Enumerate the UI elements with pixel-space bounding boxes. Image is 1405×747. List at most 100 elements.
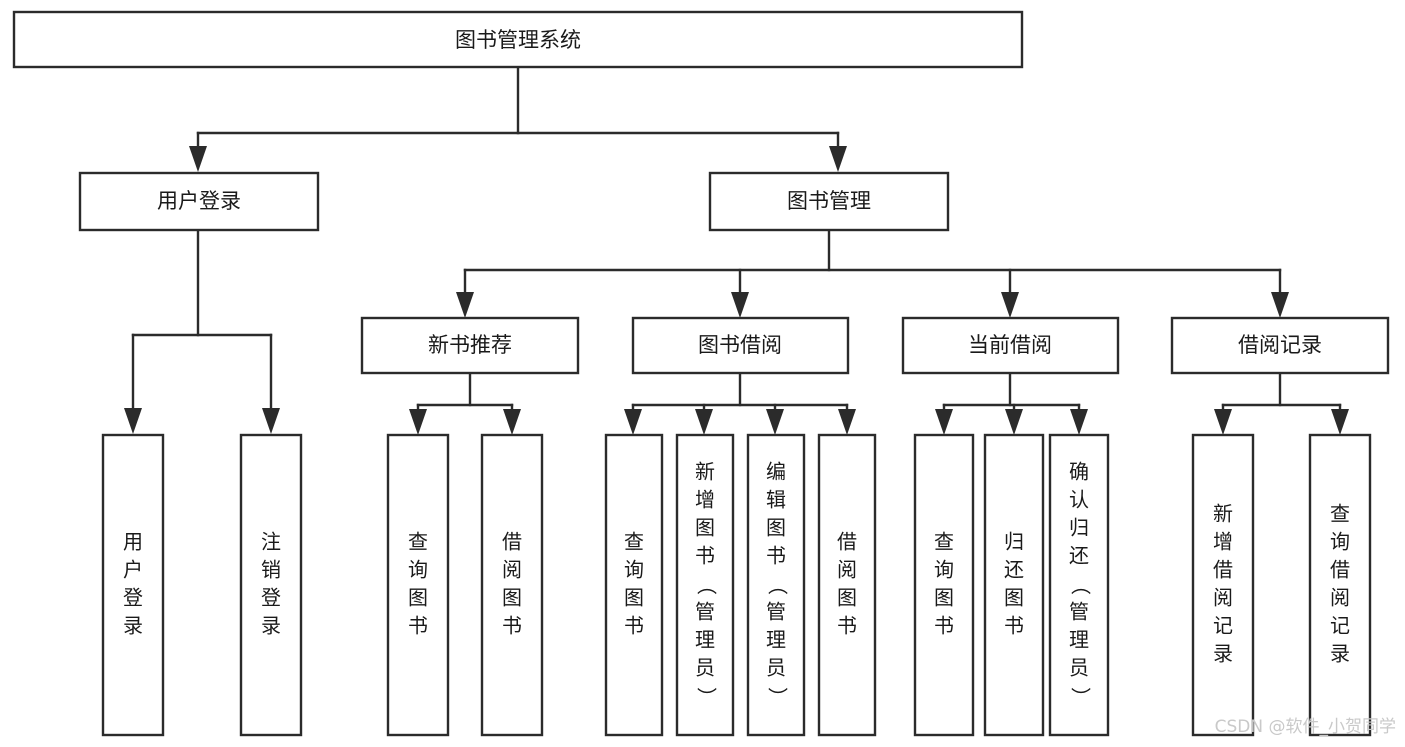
node-leaf-edit-book-box[interactable]: [746, 433, 806, 737]
node-book-borrow[interactable]: 图书借阅: [631, 316, 850, 375]
node-new-book-rec-box[interactable]: [360, 316, 580, 375]
vertical-label-char: 还: [1004, 558, 1024, 582]
vertical-label-char: 询: [934, 558, 954, 582]
node-borrow-record-box[interactable]: [1170, 316, 1390, 375]
vertical-label-char: 借: [1213, 558, 1233, 582]
vertical-label-char: 借: [1330, 558, 1350, 582]
node-leaf-query-record-box[interactable]: [1308, 433, 1372, 737]
node-root-label: 图书管理系统: [455, 28, 581, 52]
node-book-manage[interactable]: 图书管理: [708, 171, 950, 232]
vertical-label-char: 记: [1330, 614, 1350, 638]
watermark-label: CSDN @软件_小贺同学: [1215, 717, 1396, 737]
vertical-label-char: 阅: [1330, 586, 1350, 610]
connector-group-user-login: [124, 228, 280, 434]
node-leaf-user-login[interactable]: 用户登录: [101, 433, 165, 737]
vertical-label-char: 员: [695, 656, 715, 680]
vertical-label-char: 阅: [502, 558, 522, 582]
node-borrow-record[interactable]: 借阅记录: [1170, 316, 1390, 375]
node-leaf-add-book-box[interactable]: [675, 433, 735, 737]
vertical-label-char: 询: [624, 558, 644, 582]
node-leaf-return-book-box[interactable]: [983, 433, 1045, 737]
node-leaf-confirm-return-box[interactable]: [1048, 433, 1110, 737]
vertical-label-char: 管: [695, 600, 715, 624]
node-book-manage-label: 图书管理: [787, 189, 871, 213]
vertical-label-char: 图: [695, 516, 715, 540]
vertical-label-char: 认: [1069, 488, 1089, 512]
vertical-label-char: 书: [502, 614, 522, 638]
vertical-label-char: 图: [837, 586, 857, 610]
arrow-icon: [124, 408, 142, 434]
node-user-login-box[interactable]: [78, 171, 320, 232]
connector-group-borrow-record: [1214, 371, 1349, 435]
vertical-label-char: 阅: [837, 558, 857, 582]
arrow-icon: [409, 409, 427, 435]
vertical-label-char: 查: [408, 530, 428, 554]
arrow-icon: [1005, 409, 1023, 435]
node-leaf-user-login-box[interactable]: [101, 433, 165, 737]
node-book-borrow-label: 图书借阅: [698, 333, 782, 357]
vertical-label-char: 询: [1330, 530, 1350, 554]
vertical-label-char: 图: [1004, 586, 1024, 610]
vertical-label-char: 增: [695, 488, 715, 512]
vertical-label-char: 阅: [1213, 586, 1233, 610]
node-leaf-borrow-book-1-box[interactable]: [480, 433, 544, 737]
node-leaf-query-book-3-box[interactable]: [913, 433, 975, 737]
vertical-label-char: 图: [934, 586, 954, 610]
node-new-book-rec[interactable]: 新书推荐: [360, 316, 580, 375]
vertical-label-char: 理: [1069, 628, 1089, 652]
node-new-book-rec-label: 新书推荐: [428, 333, 512, 357]
vertical-label-char: （: [766, 575, 790, 595]
vertical-label-char: 书: [1004, 614, 1024, 638]
arrow-icon: [766, 409, 784, 435]
node-current-borrow[interactable]: 当前借阅: [901, 316, 1120, 375]
arrow-icon: [1271, 292, 1289, 318]
vertical-label-char: 查: [624, 530, 644, 554]
node-root[interactable]: 图书管理系统: [12, 10, 1024, 69]
arrow-icon: [1001, 292, 1019, 318]
node-leaf-user-login-label: 用户登录: [123, 530, 143, 638]
vertical-label-char: 注: [261, 530, 281, 554]
connector-group-root: [189, 65, 847, 172]
node-current-borrow-label: 当前借阅: [968, 333, 1052, 357]
node-book-manage-box[interactable]: [708, 171, 950, 232]
vertical-label-char: 用: [123, 530, 143, 554]
node-user-login-label: 用户登录: [157, 189, 241, 213]
node-root-box[interactable]: [12, 10, 1024, 69]
node-leaf-query-book-2-box[interactable]: [604, 433, 664, 737]
node-leaf-borrow-book-2-box[interactable]: [817, 433, 877, 737]
vertical-label-char: 登: [261, 586, 281, 610]
vertical-label-char: ）: [1069, 687, 1093, 707]
node-user-login[interactable]: 用户登录: [78, 171, 320, 232]
node-current-borrow-box[interactable]: [901, 316, 1120, 375]
node-leaf-logout-box[interactable]: [239, 433, 303, 737]
vertical-label-char: 管: [1069, 600, 1089, 624]
node-book-borrow-box[interactable]: [631, 316, 850, 375]
vertical-label-char: 归: [1004, 530, 1024, 554]
vertical-label-char: 书: [837, 614, 857, 638]
node-leaf-add-record-box[interactable]: [1191, 433, 1255, 737]
arrow-icon: [1331, 409, 1349, 435]
node-leaf-query-book-1-box[interactable]: [386, 433, 450, 737]
